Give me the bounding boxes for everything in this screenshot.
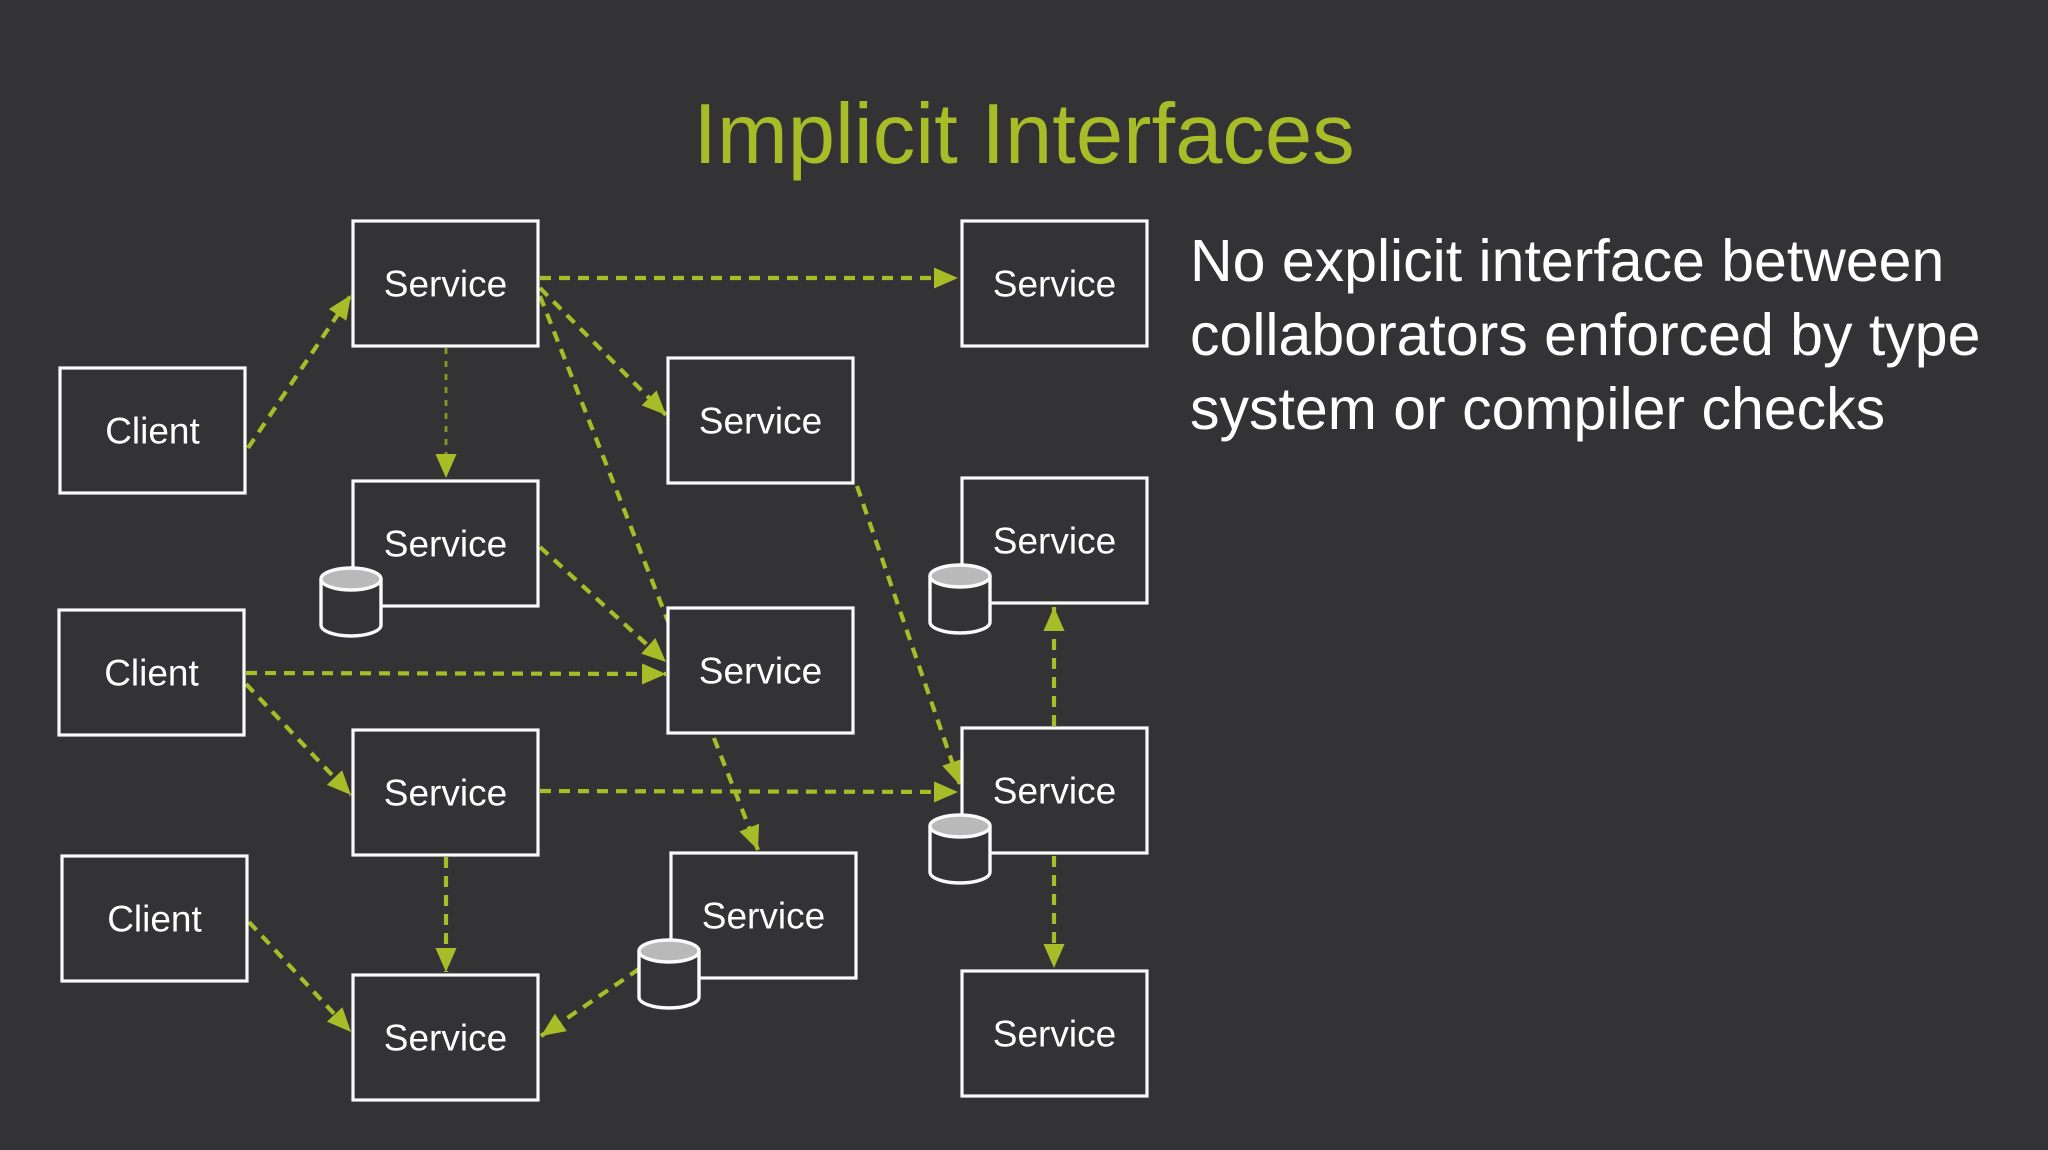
node-label: Service <box>702 896 825 937</box>
node-label: Service <box>993 771 1116 812</box>
client-2-node: Client <box>57 608 246 737</box>
node-label: Service <box>384 524 507 565</box>
service-box <box>960 969 1149 1098</box>
node-label: Service <box>699 651 822 692</box>
database-icon <box>319 566 383 638</box>
arrow-client-2-to-service-6 <box>245 663 667 685</box>
service-7-node: Service <box>351 728 540 857</box>
annotation-text: No explicit interface between collaborat… <box>1190 228 1981 442</box>
service-10-node: Service <box>351 973 540 1102</box>
service-5-node: Service <box>960 476 1149 605</box>
service-8-node: Service <box>960 726 1149 855</box>
service-box <box>351 219 540 348</box>
service-box <box>666 606 855 735</box>
service-box <box>960 219 1149 348</box>
service-2-node: Service <box>960 219 1149 348</box>
node-label: Service <box>993 1014 1116 1055</box>
node-label: Service <box>993 264 1116 305</box>
arrow-service-3-to-service-8 <box>855 485 963 786</box>
dependency-arrows <box>244 267 1065 1038</box>
client-box <box>58 366 247 495</box>
service-9-node: Service <box>669 851 858 980</box>
database-icon <box>928 563 992 635</box>
node-label: Service <box>384 264 507 305</box>
service-box <box>351 479 540 608</box>
service-4-node: Service <box>351 479 540 608</box>
database-icon <box>928 813 992 885</box>
node-label: Client <box>105 411 200 452</box>
arrow-client-2-to-service-7 <box>244 682 353 797</box>
client-3-node: Client <box>60 854 249 983</box>
node-label: Client <box>104 653 199 694</box>
service-box <box>669 851 858 980</box>
service-1-node: Service <box>351 219 540 348</box>
slide-title: Implicit Interfaces <box>693 87 1355 182</box>
service-box <box>960 726 1149 855</box>
service-3-node: Service <box>666 356 855 485</box>
client-box <box>60 854 249 983</box>
node-label: Service <box>699 401 822 442</box>
service-box <box>666 356 855 485</box>
node-label: Client <box>107 899 202 940</box>
client-box <box>57 608 246 737</box>
database-icon <box>637 938 701 1010</box>
service-box <box>351 973 540 1102</box>
arrow-client-3-to-service-10 <box>247 920 353 1034</box>
node-label: Service <box>384 1018 507 1059</box>
arrow-service-1-to-service-9 <box>538 295 760 851</box>
service-11-node: Service <box>960 969 1149 1098</box>
service-box <box>351 728 540 857</box>
arrow-service-1-to-service-3 <box>538 286 668 417</box>
node-label: Service <box>993 521 1116 562</box>
arrow-client-1-to-service-1 <box>246 293 353 450</box>
service-box <box>960 476 1149 605</box>
arrow-service-4-to-service-6 <box>538 545 668 664</box>
service-6-node: Service <box>666 606 855 735</box>
arrow-service-9-to-service-10 <box>539 956 657 1038</box>
database-icons <box>319 563 992 1010</box>
node-label: Service <box>384 773 507 814</box>
client-1-node: Client <box>58 366 247 495</box>
arrow-service-7-to-service-8 <box>539 781 959 803</box>
